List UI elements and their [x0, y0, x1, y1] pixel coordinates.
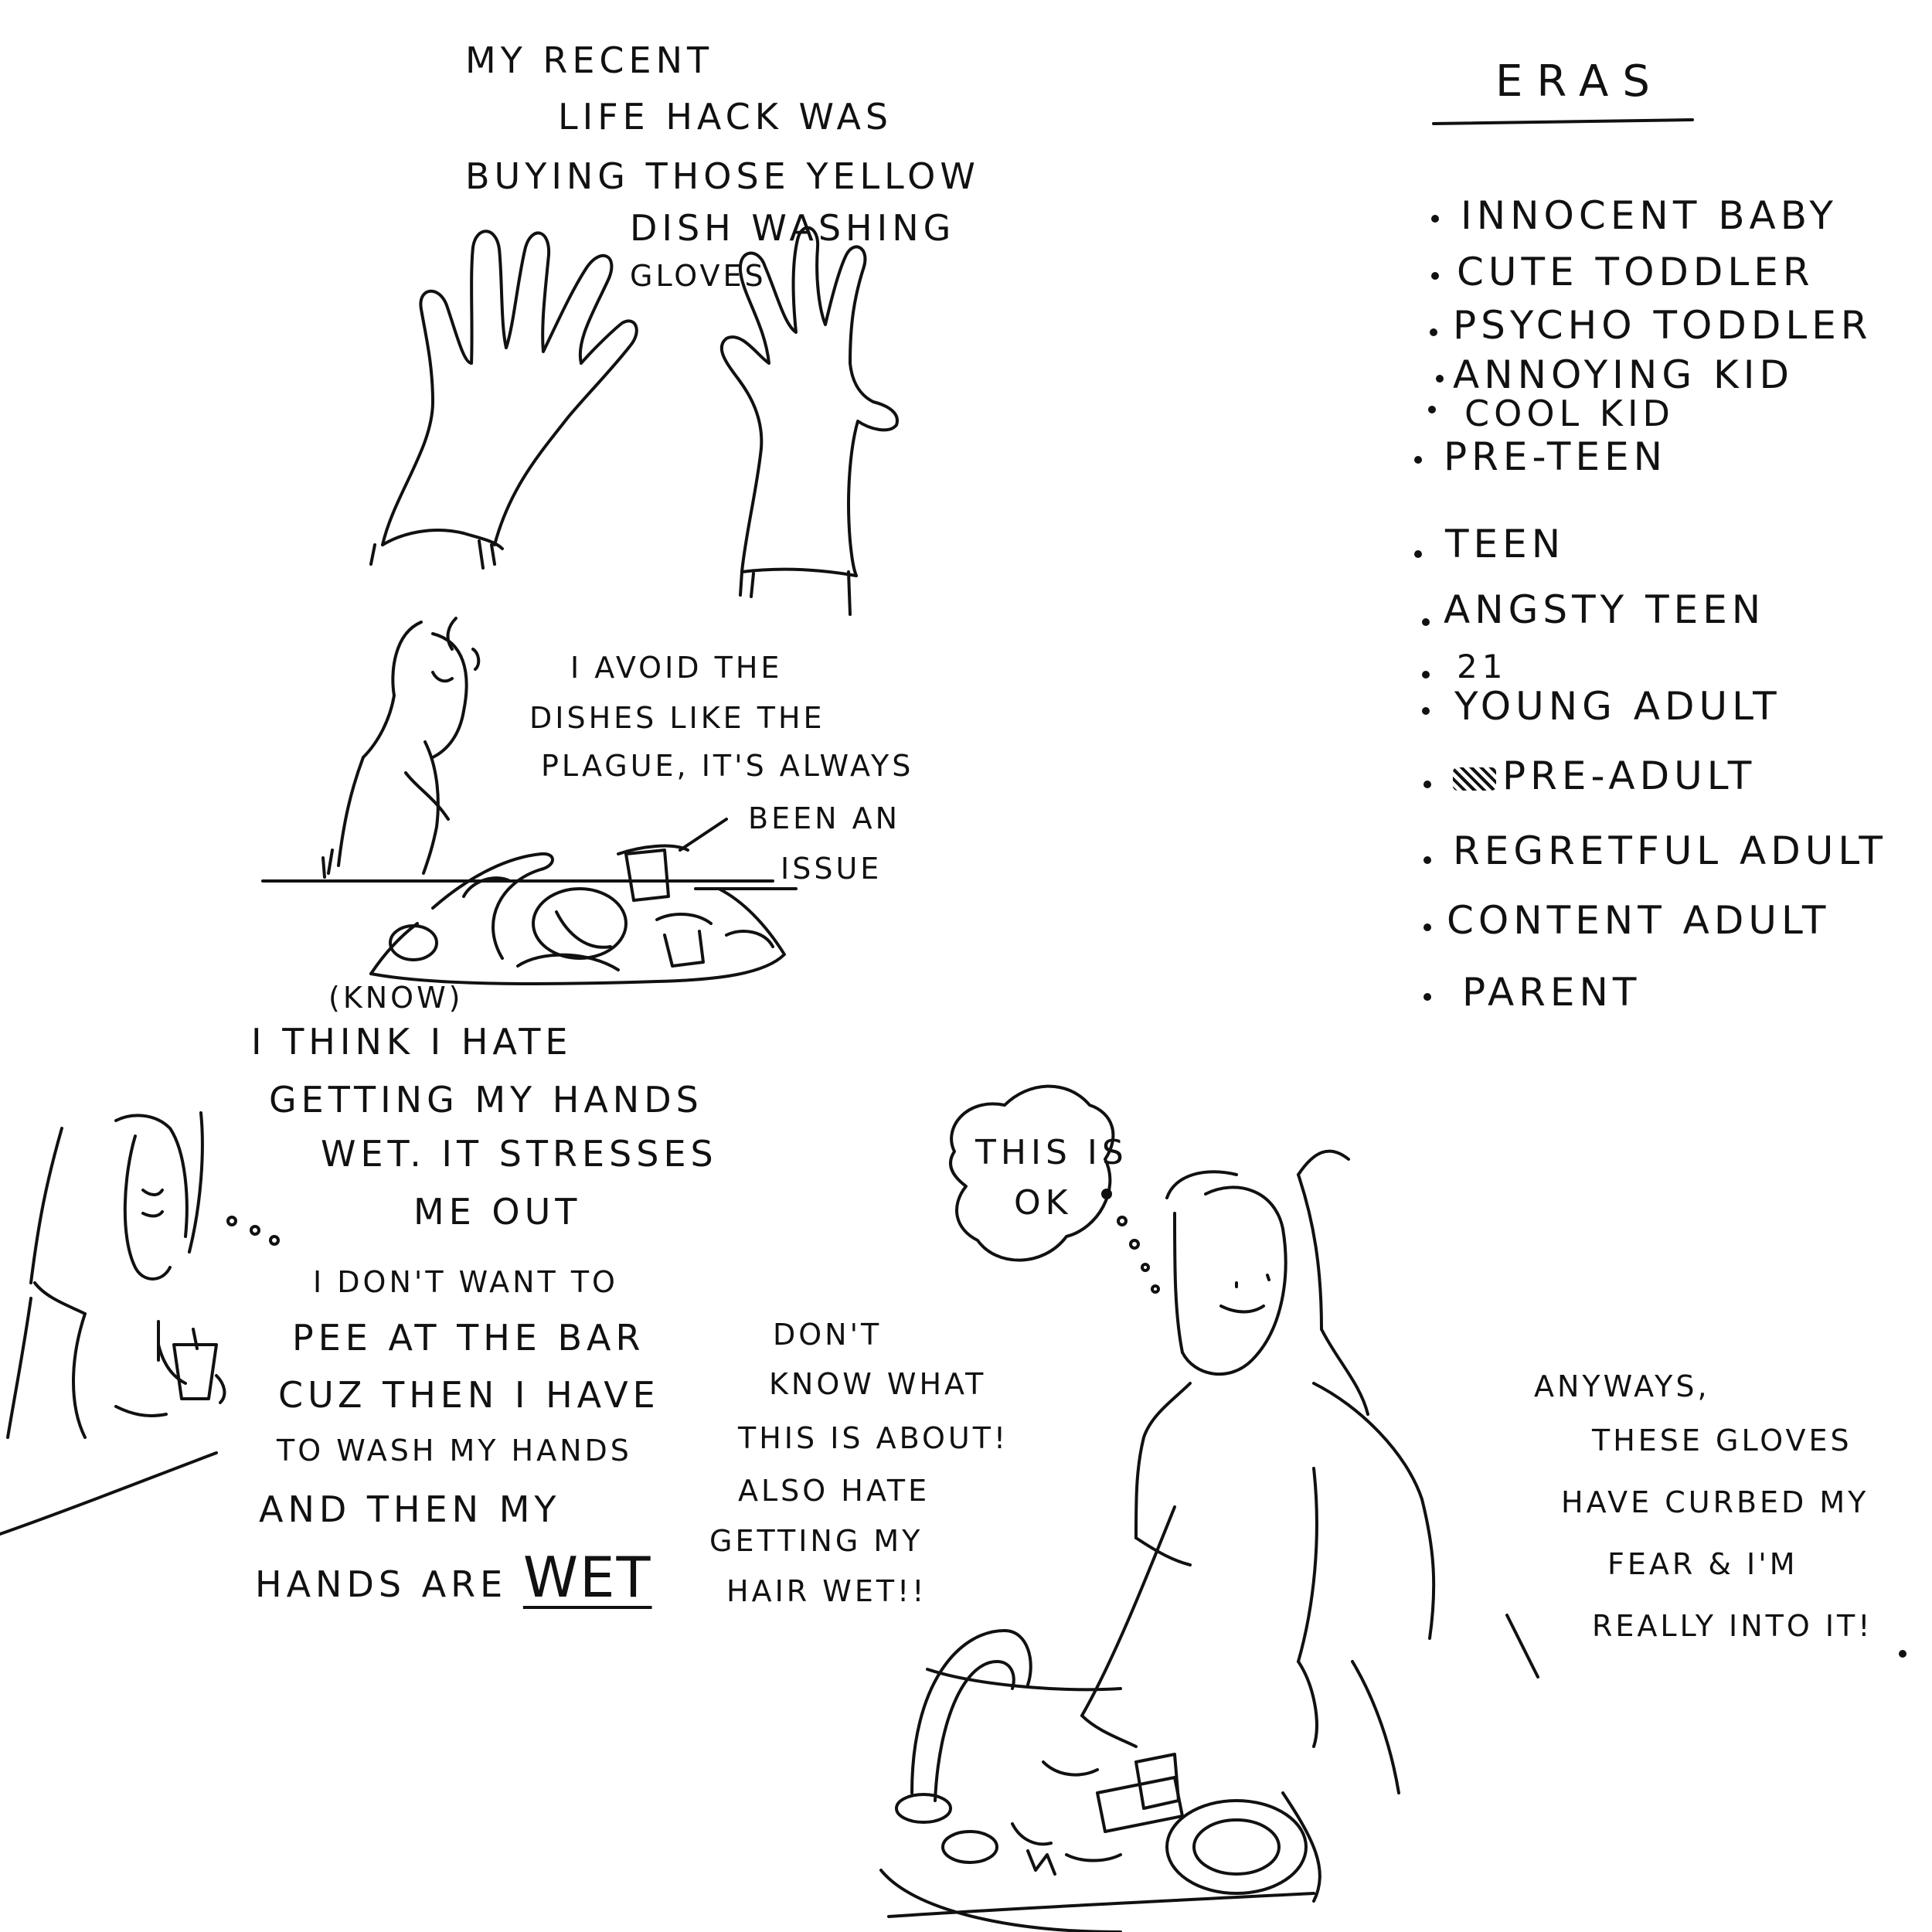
- eras-bullet: [1436, 375, 1444, 383]
- eras-bullet: [1423, 993, 1431, 1001]
- side-note-line-6: HAIR WET!!: [726, 1574, 927, 1608]
- top-caption-line-4: DISH WASHING: [630, 207, 956, 249]
- eras-bullet: [1414, 550, 1422, 558]
- eras-item: TEEN: [1445, 522, 1566, 566]
- side-note-line-2: KNOW WHAT: [769, 1367, 987, 1401]
- wet-hands-caption-line-3: WET. IT STRESSES: [321, 1133, 718, 1175]
- eras-item: YOUNG ADULT: [1454, 684, 1781, 729]
- bar-caption-line-3: CUZ THEN I HAVE: [278, 1374, 660, 1416]
- eras-title: ERAS: [1495, 56, 1664, 107]
- eras-bullet: [1423, 923, 1431, 931]
- side-note-line-5: GETTING MY: [709, 1524, 923, 1558]
- eras-item-text: PRE-ADULT: [1502, 753, 1757, 798]
- eras-bullet: [1422, 618, 1430, 626]
- eras-item: CUTE TODDLER: [1457, 250, 1815, 294]
- eras-bullet: [1423, 856, 1431, 864]
- eras-item: 21: [1457, 648, 1508, 685]
- eras-item: COOL KID: [1464, 393, 1675, 434]
- eras-item: ANNOYING KID: [1453, 352, 1794, 397]
- eras-item: PRE-TEEN: [1444, 434, 1668, 479]
- eras-bullet: [1428, 406, 1436, 413]
- bar-caption-line-6: HANDS ARE WET: [255, 1549, 652, 1605]
- dishes-caption-line-4: BEEN AN: [748, 801, 901, 835]
- eras-bullet: [1422, 671, 1430, 679]
- dish-pile-drawing: [261, 818, 798, 985]
- thought-bubble-line-2: OK: [1014, 1183, 1073, 1223]
- right-glove-drawing: [719, 226, 899, 616]
- wet-emphasis: WET: [522, 1545, 652, 1610]
- eras-bullet: [1423, 781, 1431, 788]
- left-glove-drawing: [369, 230, 638, 570]
- side-note-line-4: ALSO HATE: [738, 1474, 930, 1508]
- eras-item: PRE-ADULT: [1453, 753, 1756, 798]
- bar-caption-line-5: AND THEN MY: [259, 1488, 561, 1530]
- ending-caption-line-4: FEAR & I'M: [1607, 1547, 1798, 1581]
- ending-caption-line-5: REALLY INTO IT!: [1592, 1609, 1873, 1643]
- eras-item: PARENT: [1462, 970, 1641, 1015]
- dishes-caption-line-1: I AVOID THE: [570, 651, 783, 685]
- bar-caption-line-6-text: HANDS ARE: [255, 1563, 508, 1605]
- person-washing-dishes-drawing: [879, 1149, 1906, 1932]
- person-facing-dishes-drawing: [321, 617, 481, 879]
- thought-bubble-drawing: [949, 1084, 1160, 1294]
- scribble-mark: [1453, 767, 1496, 791]
- eras-bullet: [1431, 215, 1439, 223]
- wet-hands-caption-line-4: ME OUT: [413, 1191, 582, 1233]
- dishes-caption-line-5: ISSUE: [781, 852, 883, 886]
- eras-bullet: [1414, 456, 1422, 464]
- ending-caption-line-1: ANYWAYS,: [1534, 1369, 1710, 1403]
- bar-caption-line-1: I DON'T WANT TO: [313, 1265, 618, 1299]
- top-caption-line-1: MY RECENT: [465, 39, 714, 81]
- top-caption-line-3: BUYING THOSE YELLOW: [465, 155, 980, 197]
- side-note-line-1: DON'T: [773, 1318, 883, 1352]
- dishes-caption-line-3: PLAGUE, IT'S ALWAYS: [541, 749, 914, 783]
- side-note-line-3: THIS IS ABOUT!: [738, 1421, 1009, 1455]
- eras-item: INNOCENT BABY: [1461, 193, 1838, 238]
- eras-item: REGRETFUL ADULT: [1453, 828, 1887, 873]
- eras-item: CONTENT ADULT: [1447, 898, 1831, 943]
- thought-bubble-line-1: THIS IS: [975, 1133, 1128, 1172]
- wet-hands-caption-line-1: I THINK I HATE: [251, 1021, 573, 1063]
- person-with-drink-drawing: [0, 1111, 280, 1536]
- wet-hands-caption-line-2: GETTING MY HANDS: [269, 1079, 703, 1121]
- eras-item: ANGSTY TEEN: [1444, 587, 1766, 632]
- eras-title-underline: [1432, 118, 1694, 125]
- top-caption-line-5: GLOVES: [630, 259, 767, 293]
- eras-bullet: [1422, 707, 1430, 715]
- bar-caption-line-4: TO WASH MY HANDS: [277, 1434, 632, 1468]
- eras-bullet: [1431, 272, 1439, 280]
- bar-caption-line-2: PEE AT THE BAR: [292, 1317, 645, 1359]
- ending-caption-line-3: HAVE CURBED MY: [1561, 1485, 1869, 1519]
- eras-item: PSYCHO TODDLER: [1453, 303, 1872, 348]
- ending-caption-line-2: THESE GLOVES: [1592, 1423, 1852, 1458]
- wet-hands-caption-insert: (KNOW): [328, 981, 464, 1015]
- top-caption-line-2: LIFE HACK WAS: [558, 96, 893, 138]
- eras-bullet: [1430, 328, 1437, 336]
- dishes-caption-line-2: DISHES LIKE THE: [529, 701, 825, 735]
